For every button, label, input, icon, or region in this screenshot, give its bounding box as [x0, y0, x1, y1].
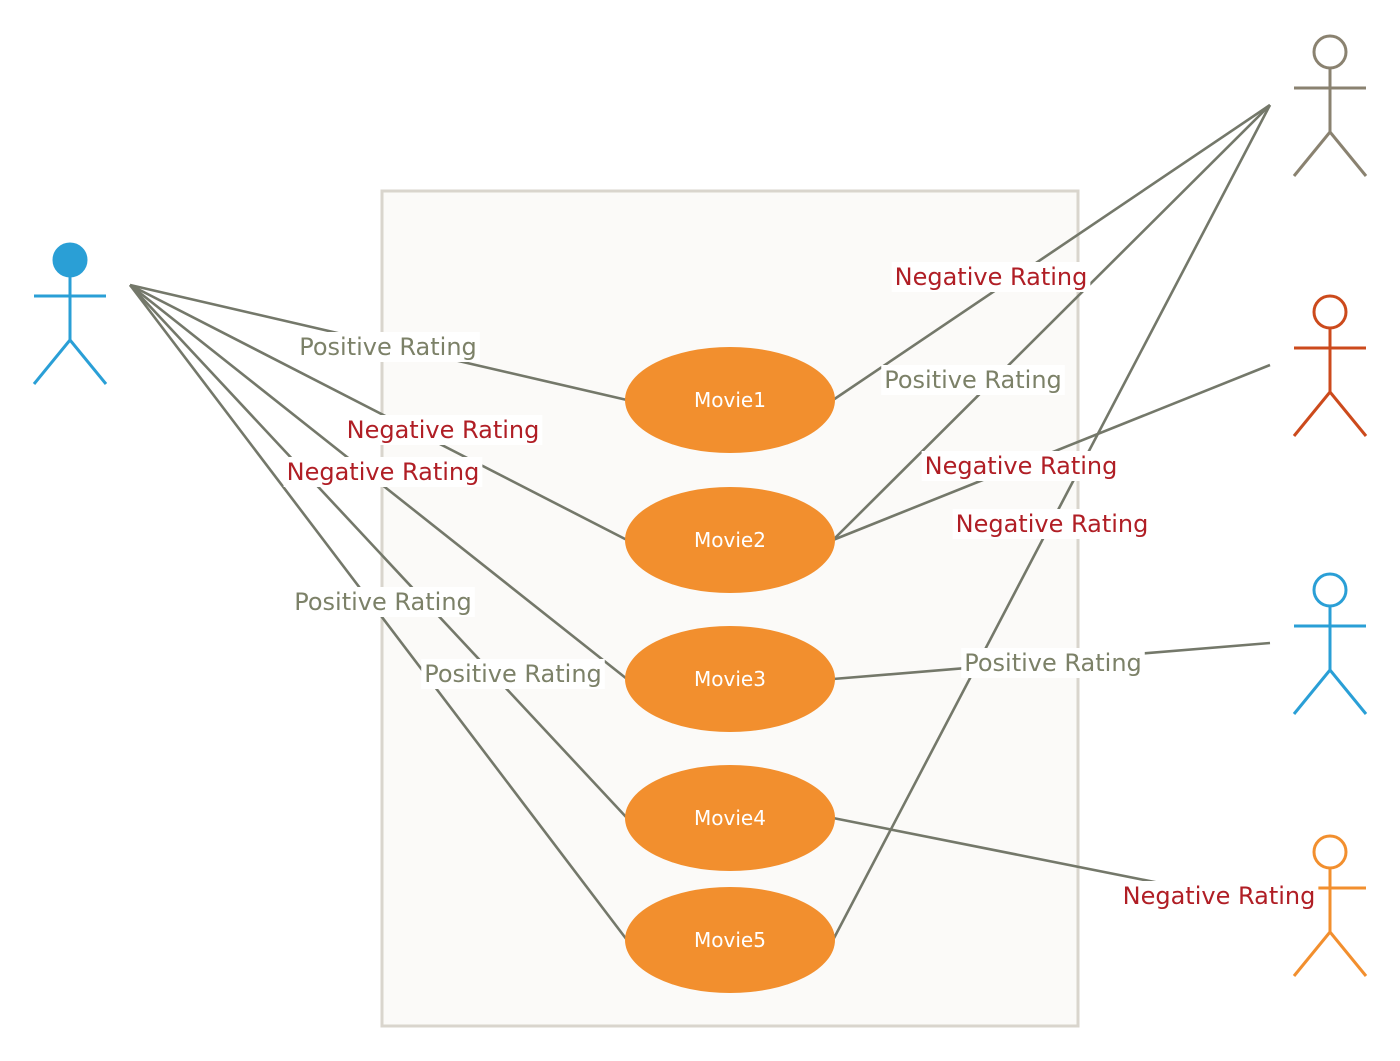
- actor-a3[interactable]: [1292, 572, 1368, 715]
- actor-head: [52, 242, 88, 278]
- use-case-ellipse: [625, 487, 835, 593]
- association-line-r4: [129, 284, 628, 819]
- association-label-r1: Positive Rating: [299, 333, 477, 361]
- label-background: [921, 451, 1121, 481]
- association-label-r5: Positive Rating: [424, 660, 602, 688]
- association-label-group-r5: Positive Rating: [421, 659, 605, 689]
- actor-right-leg: [1328, 131, 1368, 177]
- association-label-r6: Negative Rating: [895, 263, 1088, 291]
- label-background: [296, 332, 480, 362]
- association-label-r7: Positive Rating: [884, 366, 1062, 394]
- association-label-r8: Negative Rating: [956, 510, 1149, 538]
- label-background: [881, 365, 1065, 395]
- association-label-group-r2: Negative Rating: [343, 415, 543, 445]
- use-case-ellipse: [625, 626, 835, 732]
- actor-head: [1312, 34, 1348, 70]
- association-label-group-r3: Negative Rating: [283, 457, 483, 487]
- actor-a4[interactable]: [1292, 834, 1368, 977]
- use-case-label: Movie4: [694, 806, 766, 830]
- actor-head: [1312, 572, 1348, 608]
- use-case-ellipse: [625, 347, 835, 453]
- use-case-label: Movie3: [694, 667, 766, 691]
- label-background: [283, 457, 483, 487]
- actor-left-leg: [1292, 131, 1332, 177]
- use-case-label: Movie1: [694, 388, 766, 412]
- use-case-ellipse: [625, 887, 835, 993]
- use-case-m4[interactable]: Movie4: [625, 765, 835, 871]
- actor-a2[interactable]: [1292, 294, 1368, 437]
- use-case-m2[interactable]: Movie2: [625, 487, 835, 593]
- actor-head: [1312, 834, 1348, 870]
- actor-right-leg: [1328, 391, 1368, 437]
- association-label-group-r9: Negative Rating: [921, 451, 1121, 481]
- label-background: [961, 648, 1145, 678]
- use-case-label: Movie2: [694, 528, 766, 552]
- association-line-r2: [129, 283, 628, 542]
- association-label-group-r7: Positive Rating: [881, 365, 1065, 395]
- association-label-r3: Negative Rating: [287, 458, 480, 486]
- association-label-r9: Negative Rating: [925, 452, 1118, 480]
- association-label-group-r1: Positive Rating: [296, 332, 480, 362]
- actor-left-leg: [1292, 669, 1332, 715]
- actor-a1[interactable]: [1292, 34, 1368, 177]
- association-label-group-r8: Negative Rating: [952, 509, 1152, 539]
- label-background: [952, 509, 1152, 539]
- association-label-group-r4: Positive Rating: [291, 587, 475, 617]
- association-line-r6: [832, 103, 1271, 402]
- association-label-group-r6: Negative Rating: [891, 262, 1091, 292]
- use-case-m5[interactable]: Movie5: [625, 887, 835, 993]
- association-label-r2: Negative Rating: [347, 416, 540, 444]
- actor-left-leg: [1292, 931, 1332, 977]
- label-background: [1119, 881, 1319, 911]
- association-label-r10: Positive Rating: [964, 649, 1142, 677]
- use-case-label: Movie5: [694, 928, 766, 952]
- actor-right-leg: [68, 339, 108, 385]
- association-label-group-r10: Positive Rating: [961, 648, 1145, 678]
- use-case-ellipse: [625, 765, 835, 871]
- label-background: [291, 587, 475, 617]
- label-background: [343, 415, 543, 445]
- association-line-r7: [832, 104, 1271, 541]
- label-background: [421, 659, 605, 689]
- association-label-r4: Positive Rating: [294, 588, 472, 616]
- actor-left-leg: [32, 339, 72, 385]
- actor-a0[interactable]: [32, 242, 108, 385]
- actor-right-leg: [1328, 669, 1368, 715]
- actor-head: [1312, 294, 1348, 330]
- use-case-m1[interactable]: Movie1: [625, 347, 835, 453]
- actor-left-leg: [1292, 391, 1332, 437]
- use-case-m3[interactable]: Movie3: [625, 626, 835, 732]
- association-label-group-r11: Negative Rating: [1119, 881, 1319, 911]
- association-label-r11: Negative Rating: [1123, 882, 1316, 910]
- actor-right-leg: [1328, 931, 1368, 977]
- system-boundary: [380, 189, 1080, 1028]
- label-background: [891, 262, 1091, 292]
